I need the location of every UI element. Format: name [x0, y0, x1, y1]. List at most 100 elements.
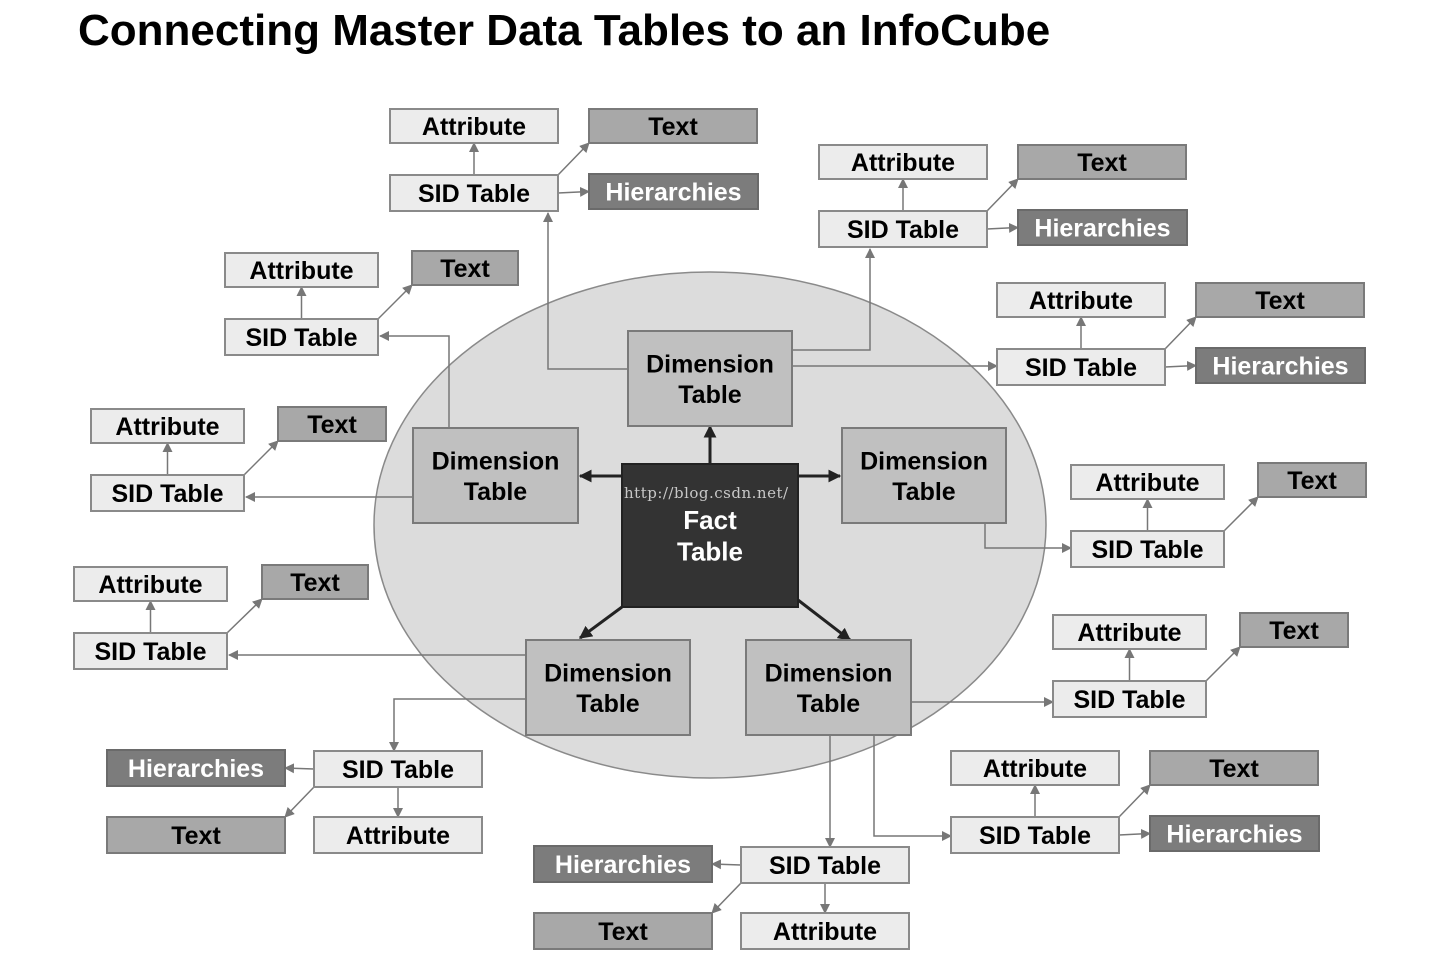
sid-table-right-3-rect	[1052, 680, 1207, 718]
dim-bottom-left-rect	[525, 639, 691, 736]
sid-table-bottom-left-label: SID Table	[342, 756, 454, 784]
text-left-2-label: Text	[290, 569, 340, 597]
attribute-top: Attribute	[389, 108, 559, 144]
sid-table-right-2-label: SID Table	[1091, 536, 1203, 564]
dim-right-label: Dimension	[860, 447, 988, 475]
text-right-3-rect	[1239, 612, 1349, 648]
dim-bottom-left-label: Dimension	[544, 659, 672, 687]
sid-table-bottom-right-rect	[950, 816, 1120, 854]
connector-dim-bottom-left-to-sid-bottom-left	[389, 698, 526, 752]
text-bottom-right: Text	[1149, 750, 1319, 786]
connector-bottom-mid-text	[711, 882, 742, 914]
attribute-right-2-rect	[1070, 464, 1225, 500]
sid-table-upper-left: SID Table	[224, 318, 379, 356]
dim-left-rect	[412, 427, 579, 524]
connector-dim-top-to-sid-top-right	[792, 248, 875, 351]
attribute-bottom-mid: Attribute	[740, 912, 910, 950]
dim-bottom-right-rect	[745, 639, 912, 736]
text-right-3: Text	[1239, 612, 1349, 648]
dim-right-label: Table	[892, 478, 956, 506]
dim-top-label: Dimension	[646, 350, 774, 378]
sid-table-bottom-right-label: SID Table	[979, 822, 1091, 850]
connector-right-1-text	[1164, 316, 1197, 350]
fact-table-rect	[621, 463, 799, 608]
attribute-left-1-rect	[90, 408, 245, 444]
text-upper-left-label: Text	[440, 255, 490, 283]
text-right-1: Text	[1195, 282, 1365, 318]
connector-fact-to-dim-bottom-right	[797, 598, 852, 642]
dim-bottom-right-label: Table	[797, 690, 861, 718]
text-upper-left-rect	[411, 250, 519, 286]
connector-bottom-right-text	[1118, 784, 1151, 818]
sid-table-left-1: SID Table	[90, 474, 245, 512]
connector-right-2-text	[1223, 496, 1259, 532]
attribute-upper-left-label: Attribute	[249, 257, 353, 285]
sid-table-right-1: SID Table	[996, 348, 1166, 386]
text-bottom-mid: Text	[533, 912, 713, 950]
text-left-1-label: Text	[307, 411, 357, 439]
text-right-3-label: Text	[1269, 617, 1319, 645]
sid-table-left-2-rect	[73, 632, 228, 670]
hierarchies-bottom-mid-label: Hierarchies	[555, 851, 691, 879]
attribute-right-3-label: Attribute	[1077, 619, 1181, 647]
connector-dim-bottom-right-to-sid-bottom-right	[873, 735, 952, 841]
connector-top-right-text	[986, 178, 1019, 212]
sid-table-right-2: SID Table	[1070, 530, 1225, 568]
text-top-right-rect	[1017, 144, 1187, 180]
connector-top-hierarchies	[557, 186, 590, 197]
text-right-2: Text	[1257, 462, 1367, 498]
connector-fact-to-dim-bottom-left	[578, 605, 623, 640]
attribute-bottom-left-rect	[313, 816, 483, 854]
dim-bottom-left-label: Table	[576, 690, 640, 718]
text-upper-left: Text	[411, 250, 519, 286]
attribute-top-rect	[389, 108, 559, 144]
text-left-1-rect	[277, 406, 387, 442]
hierarchies-bottom-left-rect	[106, 749, 286, 787]
attribute-upper-left: Attribute	[224, 252, 379, 288]
dim-bottom-right-label: Dimension	[765, 659, 893, 687]
attribute-right-1-rect	[996, 282, 1166, 318]
hierarchies-bottom-right-label: Hierarchies	[1166, 821, 1302, 849]
dim-left-label: Table	[464, 478, 528, 506]
text-left-2-rect	[261, 564, 369, 600]
sid-table-right-3-label: SID Table	[1073, 686, 1185, 714]
attribute-bottom-right-label: Attribute	[983, 755, 1087, 783]
sid-table-bottom-left-rect	[313, 750, 483, 788]
sid-table-right-3: SID Table	[1052, 680, 1207, 718]
hierarchies-top: Hierarchies	[588, 173, 759, 210]
connector-dim-right-to-sid-right-2	[984, 523, 1072, 553]
attribute-right-1-label: Attribute	[1029, 287, 1133, 315]
dim-top-rect	[627, 330, 793, 427]
dim-top-label: Table	[678, 381, 742, 409]
attribute-bottom-mid-rect	[740, 912, 910, 950]
attribute-right-1: Attribute	[996, 282, 1166, 318]
text-left-2: Text	[261, 564, 369, 600]
page-title: Connecting Master Data Tables to an Info…	[78, 6, 1051, 55]
connector-top-text	[557, 142, 590, 176]
attribute-right-3-rect	[1052, 614, 1207, 650]
text-right-1-rect	[1195, 282, 1365, 318]
sid-table-left-2: SID Table	[73, 632, 228, 670]
connector-bottom-left-hierarchies	[284, 763, 315, 774]
sid-table-top-right-rect	[818, 210, 988, 248]
sid-table-top: SID Table	[389, 174, 559, 212]
attribute-top-right: Attribute	[818, 144, 988, 180]
text-bottom-left: Text	[106, 816, 286, 854]
hierarchies-bottom-left: Hierarchies	[106, 749, 286, 787]
text-top-right-label: Text	[1077, 149, 1127, 177]
attribute-left-2: Attribute	[73, 566, 228, 602]
attribute-bottom-left-label: Attribute	[346, 822, 450, 850]
attribute-bottom-left: Attribute	[313, 816, 483, 854]
hierarchies-top-right-rect	[1017, 209, 1188, 246]
text-top-label: Text	[648, 113, 698, 141]
connector-left-1-text	[243, 440, 279, 476]
connector-bottom-left-text	[284, 786, 315, 818]
sid-table-left-2-label: SID Table	[94, 638, 206, 666]
